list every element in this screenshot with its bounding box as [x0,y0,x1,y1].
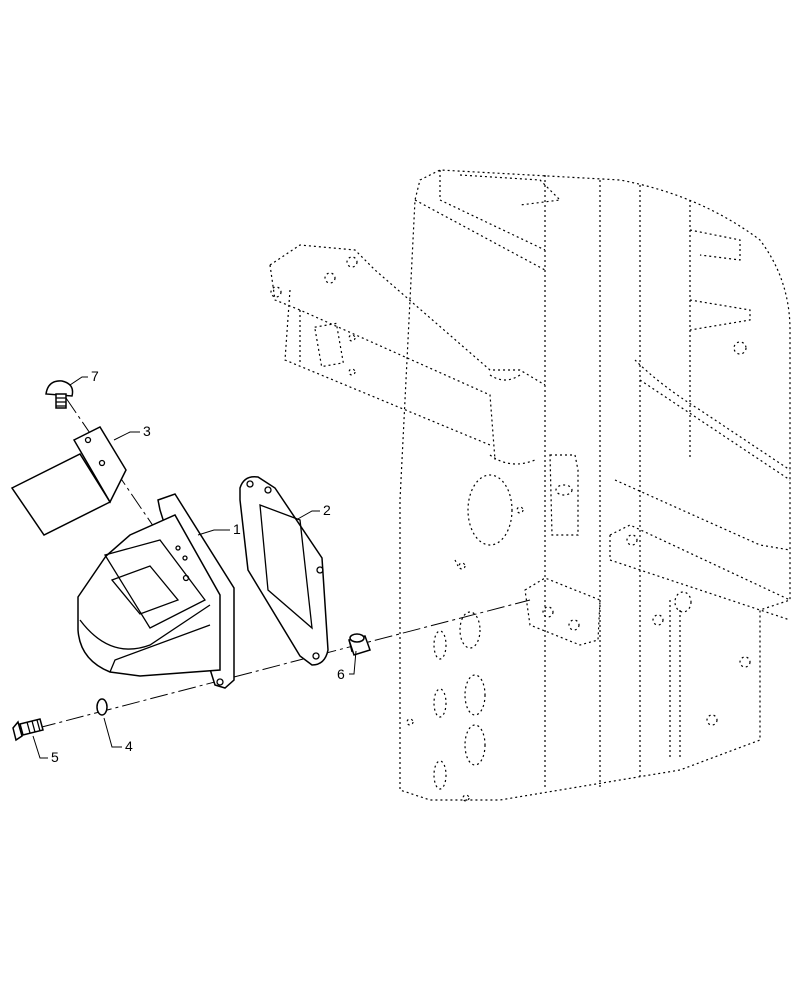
leader-7 [69,376,88,386]
part-5-bolt [12,718,44,742]
leader-4 [103,717,122,748]
leader-1 [197,529,230,536]
callout-1: 1 [233,521,241,537]
centerline-lower [37,599,531,729]
leader-5 [32,735,48,759]
part-6-nut [348,633,371,656]
callout-4: 4 [125,738,133,754]
leader-2 [295,510,320,521]
part-3-flap [10,426,127,536]
part-4-washer [96,698,108,716]
part-1-housing [77,493,235,689]
part-7-screw [45,380,74,409]
frame-assembly [269,169,791,802]
callout-6: 6 [337,666,345,682]
callout-5: 5 [51,749,59,765]
leader-3 [113,431,140,441]
callout-2: 2 [323,502,331,518]
callout-7: 7 [91,368,99,384]
callout-3: 3 [143,423,151,439]
part-2-gasket [239,475,329,666]
leader-6 [349,650,357,675]
